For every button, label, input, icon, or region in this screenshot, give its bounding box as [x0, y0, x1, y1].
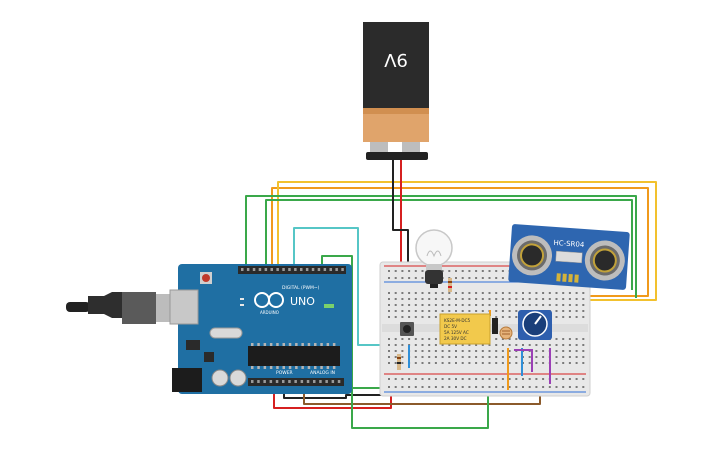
battery-label: 9V	[383, 49, 407, 70]
digital-header-label: DIGITAL (PWM~)	[282, 285, 320, 291]
sensor-label: HC-SR04	[553, 239, 585, 249]
digital-header-pins	[241, 268, 344, 271]
breadboard-jumpers	[408, 310, 551, 390]
relay-label-3: 5A 125V AC	[444, 330, 469, 335]
wire-green-top	[245, 195, 637, 298]
relay-label-1: KS2E-M-DC5	[444, 318, 470, 323]
wire-teal	[293, 227, 395, 346]
wire-green-side	[321, 255, 395, 389]
wire-yellow	[277, 181, 657, 301]
diode	[492, 318, 498, 334]
jumper-purple	[514, 349, 533, 372]
battery-9v: 9V	[363, 22, 429, 160]
wire-green-2	[265, 199, 633, 290]
arduino-uno-text: UNO	[290, 295, 315, 308]
power-label: POWER	[276, 370, 293, 376]
push-button	[400, 322, 414, 336]
light-bulb	[415, 229, 453, 288]
ic-pins	[251, 343, 336, 369]
ultrasonic-sensor: HC-SR04	[508, 224, 630, 290]
wire-red-bottom	[273, 385, 392, 409]
arduino-logo: UNO ARDUINO	[254, 292, 315, 315]
relay-label-2: DC 5V	[444, 324, 457, 329]
resistor-1	[397, 354, 401, 370]
relay: KS2E-M-DC5 DC 5V 5A 125V AC 2A 30V DC	[439, 313, 491, 345]
resistor-2	[448, 278, 452, 292]
potentiometer	[518, 310, 552, 340]
power-analog-header-pins	[251, 380, 341, 383]
arduino-uno: UNO ARDUINO DIGITAL (PWM~) POWER ANALOG …	[66, 264, 352, 394]
relay-label-4: 2A 30V DC	[444, 336, 467, 341]
usb-cable	[66, 292, 182, 324]
wire-orange	[271, 187, 649, 297]
photoresistor	[499, 326, 513, 340]
analog-label: ANALOG IN	[310, 370, 335, 376]
arduino-brand-text: ARDUINO	[260, 310, 279, 315]
